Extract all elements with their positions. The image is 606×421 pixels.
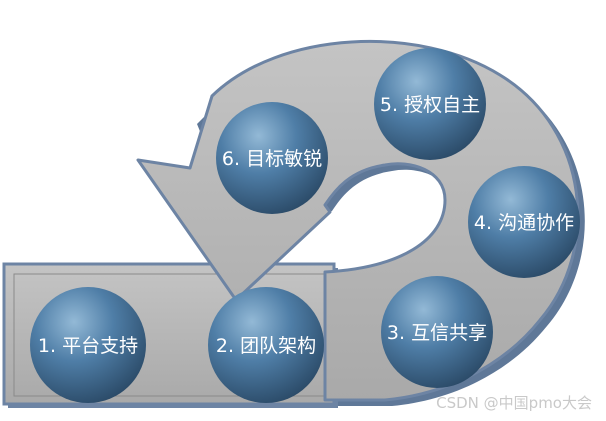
node-1-sphere: [30, 287, 146, 403]
node-2-label: 2. 团队架构: [216, 335, 316, 357]
node-3: 3. 互信共享: [381, 276, 493, 388]
watermark: CSDN @中国pmo大会: [436, 394, 592, 412]
node-4-label: 4. 沟通协作: [474, 212, 574, 234]
node-5: 5. 授权自主: [374, 48, 486, 160]
node-4-sphere: [468, 166, 580, 278]
node-6-label: 6. 目标敏锐: [222, 148, 322, 170]
node-3-label: 3. 互信共享: [387, 322, 487, 344]
node-2: 2. 团队架构: [208, 287, 324, 403]
node-5-label: 5. 授权自主: [380, 94, 480, 116]
node-5-sphere: [374, 48, 486, 160]
node-6: 6. 目标敏锐: [216, 102, 328, 214]
node-4: 4. 沟通协作: [468, 166, 580, 278]
node-1: 1. 平台支持: [30, 287, 146, 403]
node-2-sphere: [208, 287, 324, 403]
node-1-label: 1. 平台支持: [38, 335, 138, 357]
node-6-sphere: [216, 102, 328, 214]
node-3-sphere: [381, 276, 493, 388]
